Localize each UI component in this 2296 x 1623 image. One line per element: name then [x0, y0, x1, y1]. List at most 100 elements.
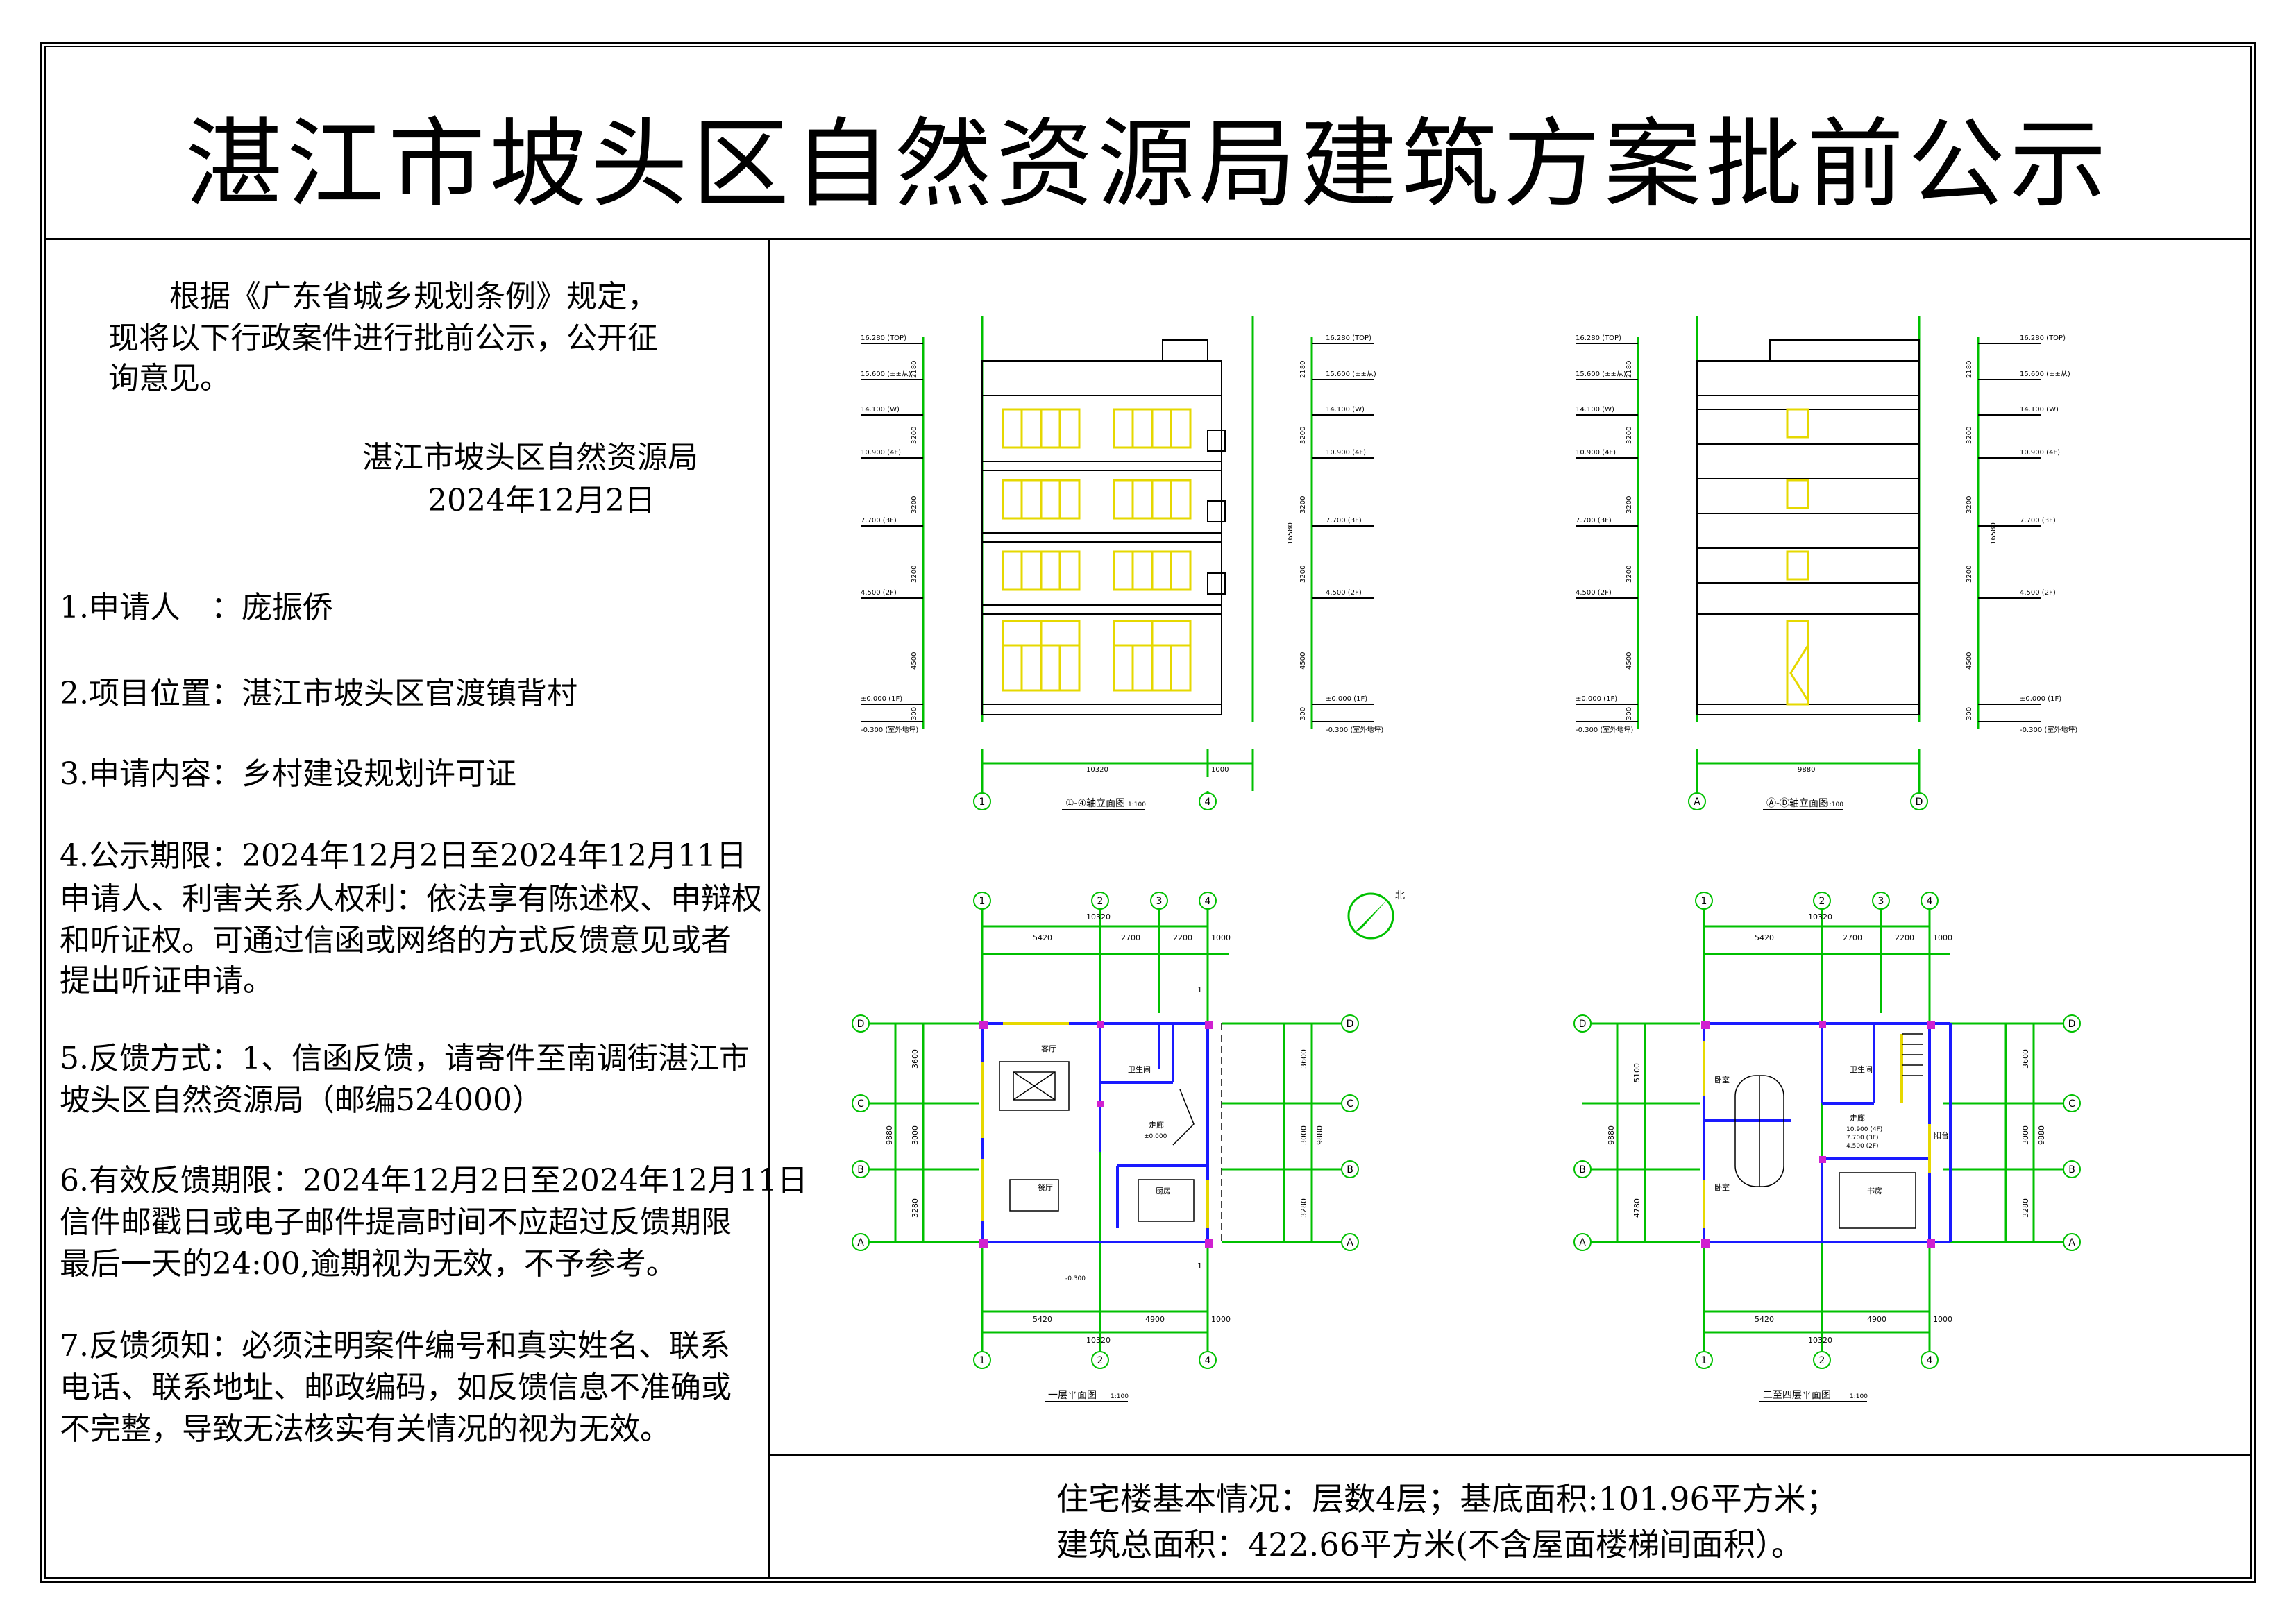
elevation-front: 16.280 (TOP) 15.600 (±±从) 14.100 (W) 10.…: [861, 316, 1383, 810]
elev2-level-top: 16.280 (TOP): [1576, 334, 1621, 342]
elev2-level-3f: 7.700 (3F): [1576, 517, 1612, 525]
north-arrow-icon: 北: [1347, 890, 1405, 940]
plan1-axis-x1: 1: [979, 896, 986, 907]
plan2-top-total: 10320: [1808, 912, 1832, 921]
elev1-dim-5: 4500: [911, 652, 918, 670]
plan1-right-total: 9880: [1315, 1125, 1324, 1145]
elev2-dim-2: 3200: [1626, 427, 1633, 444]
elev1-dim-4: 3200: [911, 566, 918, 583]
plan1-wc: 卫生间: [1128, 1064, 1151, 1074]
item-deadline-2: 信件邮戳日或电子邮件提高时间不应超过反馈期限: [60, 1205, 732, 1240]
elev2-r-level-ground: -0.300 (室外地坪): [2020, 725, 2077, 734]
plan2-wc: 卫生间: [1850, 1064, 1873, 1074]
page-title: 湛江市坡头区自然资源局建筑方案批前公示: [185, 108, 2111, 221]
plan1-axis-yc: C: [857, 1098, 864, 1110]
elev1-total: 16580: [1287, 522, 1294, 545]
elev1-level-ground: -0.300 (室外地坪): [861, 725, 918, 734]
plan2-right-dim-2: 3000: [2021, 1125, 2030, 1145]
plan2-right-dim-1: 3600: [2021, 1049, 2030, 1069]
elev1-axis-left: 1: [979, 797, 986, 808]
elev1-r-level-w: 14.100 (W): [1326, 406, 1365, 414]
elev1-level-1f: ±0.000 (1F): [861, 695, 902, 703]
elev1-r-level-roof: 15.600 (±±从): [1326, 371, 1376, 378]
plan1-axis-ryd: D: [1347, 1019, 1354, 1030]
plan2-left-dim-2: 4780: [1632, 1198, 1641, 1218]
outer-frame: [40, 42, 2256, 1583]
elev1-level-3f: 7.700 (3F): [861, 517, 897, 525]
plan2-axis-bx2: 2: [1819, 1355, 1825, 1366]
plan2-axis-x2: 2: [1819, 896, 1825, 907]
inner-frame: [44, 46, 2252, 1579]
plan1-top-dim-2: 2700: [1121, 933, 1140, 942]
elev1-r-dim-4: 3200: [1299, 566, 1307, 583]
elev1-level-w: 14.100 (W): [861, 406, 900, 414]
item-period: 4.公示期限：2024年12月2日至2024年12月11日: [60, 838, 747, 874]
elev1-dim-3: 3200: [911, 496, 918, 513]
item-content: 3.申请内容：乡村建设规划许可证: [60, 756, 516, 792]
intro-line-1: 根据《广东省城乡规划条例》规定，: [169, 279, 658, 314]
plan1-axis-rya: A: [1347, 1237, 1353, 1248]
elev2-scale: 1:100: [1825, 801, 1843, 808]
plan1-bottom-dim-2: 4900: [1145, 1315, 1165, 1324]
plan1-section-bottom: 1: [1197, 1261, 1202, 1271]
plan1-title: 一层平面图: [1048, 1390, 1097, 1401]
plan2-axis-ryb: B: [2068, 1164, 2075, 1175]
plan2-bottom-dim-3: 1000: [1933, 1315, 1952, 1324]
issuer-name: 湛江市坡头区自然资源局: [362, 440, 698, 475]
summary-footer: 住宅楼基本情况：层数4层；基底面积:101.96平方米； 建筑总面积：422.6…: [770, 1454, 2252, 1579]
summary-line-2: 建筑总面积：422.66平方米(不含屋面楼梯间面积）。: [1056, 1526, 1803, 1563]
elev2-level-w: 14.100 (W): [1576, 406, 1614, 414]
plan1-level: ±0.000: [1144, 1133, 1167, 1140]
item-location: 2.项目位置：湛江市坡头区官渡镇背村: [60, 676, 577, 711]
plan1-axis-bx4: 4: [1205, 1355, 1211, 1366]
plan1-bottom-dim-3: 1000: [1211, 1315, 1231, 1324]
elev1-r-level-top: 16.280 (TOP): [1326, 334, 1371, 342]
plan1-axis-x4: 4: [1205, 896, 1211, 907]
architectural-drawings: 16.280 (TOP) 15.600 (±±从) 14.100 (W) 10.…: [852, 316, 2081, 1402]
elev2-dim-5: 4500: [1626, 652, 1633, 670]
item-applicant: 1.申请人 ：庞振侨: [60, 590, 333, 625]
elev1-dim-1: 2180: [911, 361, 918, 378]
elev2-r-level-top: 16.280 (TOP): [2020, 334, 2066, 342]
plan1-top-dim-3: 2200: [1173, 933, 1192, 942]
elev2-r-dim-3: 3200: [1966, 496, 1973, 513]
plan2-top-dim-3: 2200: [1895, 933, 1914, 942]
elev2-total: 16580: [1990, 522, 1998, 545]
plan1-bottom-dim-1: 5420: [1033, 1315, 1052, 1324]
item-feedback-2: 坡头区自然资源局（邮编524000）: [60, 1082, 543, 1118]
elev2-level-ground: -0.300 (室外地坪): [1576, 725, 1633, 734]
plan1-axis-ya: A: [857, 1237, 864, 1248]
plan2-right-total: 9880: [2037, 1125, 2046, 1145]
elev2-r-level-w: 14.100 (W): [2020, 406, 2059, 414]
elev1-r-level-2f: 4.500 (2F): [1326, 589, 1362, 597]
plan2-title: 二至四层平面图: [1763, 1390, 1831, 1401]
elev2-dim-4: 3200: [1626, 566, 1633, 583]
plan2-axis-yd: D: [1579, 1019, 1587, 1030]
plan1-right-dim-3: 3280: [1299, 1198, 1308, 1218]
plan1-dining: 餐厅: [1038, 1182, 1053, 1192]
plan2-scale: 1:100: [1850, 1393, 1868, 1400]
plan2-balcony: 阳台: [1934, 1130, 1949, 1140]
plan2-axis-x1: 1: [1701, 896, 1707, 907]
elev2-r-level-1f: ±0.000 (1F): [2020, 695, 2061, 703]
elev1-r-level-4f: 10.900 (4F): [1326, 449, 1366, 457]
elev1-dim-6: 300: [911, 707, 918, 720]
plan1-axis-yd: D: [857, 1019, 865, 1030]
plan2-corridor: 走廊: [1850, 1113, 1865, 1123]
plan1-left-dim-1: 3600: [911, 1049, 920, 1069]
plan2-axis-ryc: C: [2068, 1098, 2075, 1110]
elev1-r-dim-2: 3200: [1299, 427, 1307, 444]
plan1-axis-x3: 3: [1156, 896, 1163, 907]
plan1-top-dim-4: 1000: [1211, 933, 1231, 942]
plan2-top-dim-1: 5420: [1755, 933, 1774, 942]
elev2-title: Ⓐ-Ⓓ轴立面图: [1766, 798, 1828, 809]
elev1-level-roof: 15.600 (±±从): [861, 371, 911, 378]
title-row: 湛江市坡头区自然资源局建筑方案批前公示: [44, 46, 2252, 240]
item-notes-1: 7.反馈须知：必须注明案件编号和真实姓名、联系: [60, 1328, 730, 1363]
issue-date: 2024年12月2日: [428, 483, 655, 518]
elev1-r-level-1f: ±0.000 (1F): [1326, 695, 1367, 703]
elevation-side: 16.280 (TOP) 15.600 (±±从) 14.100 (W) 10.…: [1576, 316, 2077, 810]
plan1-corridor: 走廊: [1149, 1120, 1164, 1130]
item-notes-2: 电话、联系地址、邮政编码，如反馈信息不准确或: [60, 1370, 732, 1405]
elev1-level-top: 16.280 (TOP): [861, 334, 906, 342]
